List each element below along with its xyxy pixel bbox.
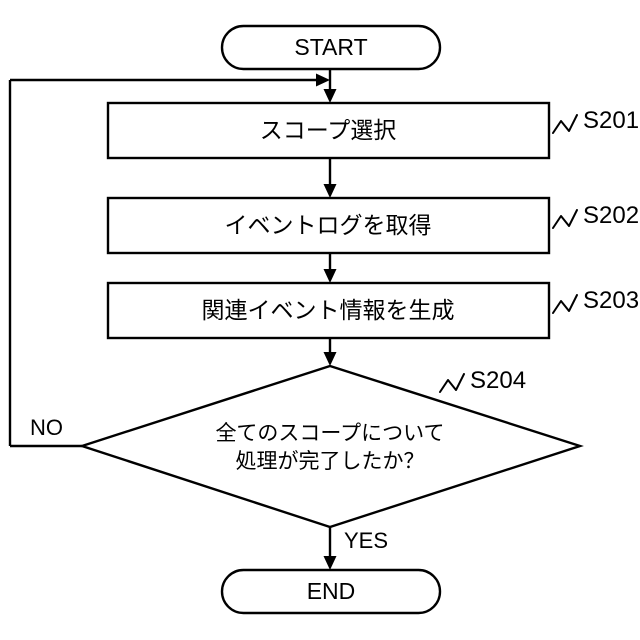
step-id-s204: S204	[470, 367, 526, 394]
decision-diamond-s204: 全てのスコープについて 処理が完了したか？ S204	[78, 364, 584, 529]
process-box-s202: イベントログを取得 S202	[106, 196, 639, 255]
process-box-s201-shape	[106, 101, 551, 160]
step-id-s202: S202	[583, 202, 639, 229]
start-terminal-label: START	[294, 34, 367, 60]
decision-label-line2: 処理が完了したか？	[236, 450, 425, 473]
process-box-s201-label: スコープ選択	[260, 117, 397, 143]
feedback-loop-arrowhead	[316, 73, 330, 87]
leader-squiggle-s204	[439, 373, 465, 393]
end-terminal: END	[220, 568, 442, 615]
leader-squiggle-s202	[552, 209, 578, 229]
decision-label-line1: 全てのスコープについて	[215, 422, 444, 445]
connector-s201-to-s202	[323, 158, 337, 198]
connector-start-to-step1-arrowhead	[323, 89, 337, 103]
feedback-loop-no: NO	[8, 73, 330, 448]
leader-squiggle-s201	[552, 114, 578, 134]
end-terminal-label: END	[307, 578, 356, 604]
process-box-s202-shape	[106, 196, 551, 255]
connector-decision-to-end: YES	[323, 527, 388, 570]
branch-label-no: NO	[30, 415, 63, 440]
connector-start-to-step1	[323, 69, 337, 103]
connector-decision-to-end-arrowhead	[323, 556, 337, 570]
connector-s201-to-s202-arrowhead	[323, 184, 337, 198]
process-box-s201: スコープ選択 S201	[106, 101, 639, 160]
process-box-s203-label: 関連イベント情報を生成	[202, 297, 455, 323]
connector-s202-to-s203-arrowhead	[323, 269, 337, 283]
branch-label-yes: YES	[344, 528, 388, 553]
process-box-s203: 関連イベント情報を生成 S203	[106, 281, 639, 340]
connector-s202-to-s203	[323, 253, 337, 283]
connector-s203-to-decision	[323, 338, 337, 366]
connector-s203-to-decision-arrowhead	[323, 352, 337, 366]
leader-squiggle-s203	[552, 294, 578, 314]
step-id-s201: S201	[583, 107, 639, 134]
process-box-s203-shape	[106, 281, 551, 340]
step-id-s203: S203	[583, 287, 639, 314]
start-terminal: START	[220, 24, 442, 71]
end-terminal-shape	[220, 568, 442, 615]
process-box-s202-label: イベントログを取得	[225, 212, 432, 238]
